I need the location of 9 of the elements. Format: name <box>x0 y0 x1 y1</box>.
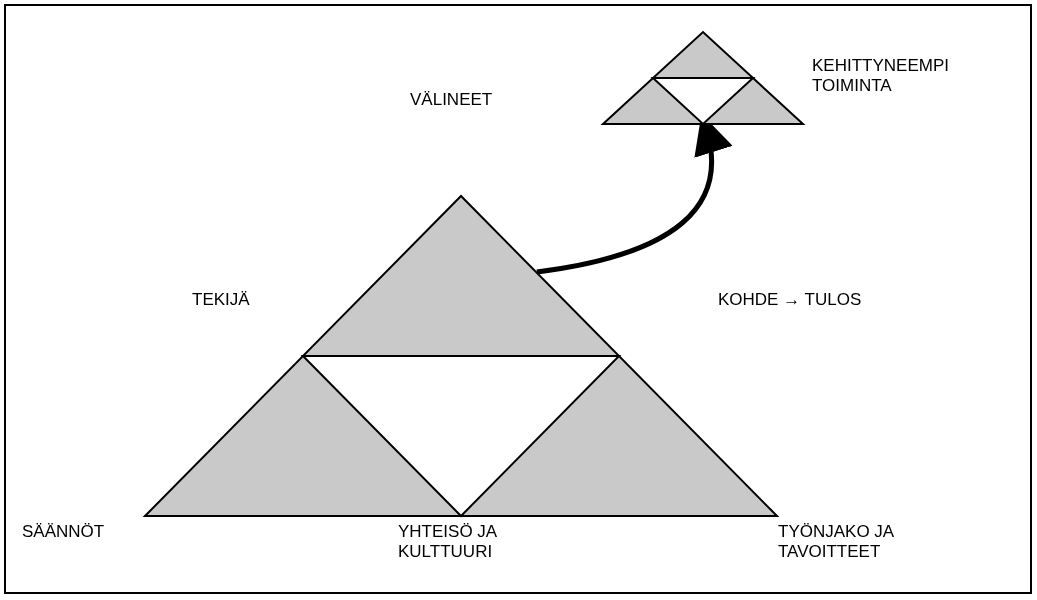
triangle-diagram <box>603 32 803 124</box>
caption-text: TEKIJÄ <box>192 290 251 310</box>
triangle-diagram <box>145 196 777 516</box>
caption-text: TYÖNJAKO JA TAVOITTEET <box>778 522 895 562</box>
caption-text: KOHDE → TULOS <box>718 290 863 310</box>
vertex-label: VÄLINEET <box>410 90 494 110</box>
caption-text: KEHITTYNEEMPI TOIMINTA <box>812 56 950 96</box>
caption-text: SÄÄNNÖT <box>22 522 106 542</box>
caption-text: YHTEISÖ JA KULTTUURI <box>398 522 498 562</box>
